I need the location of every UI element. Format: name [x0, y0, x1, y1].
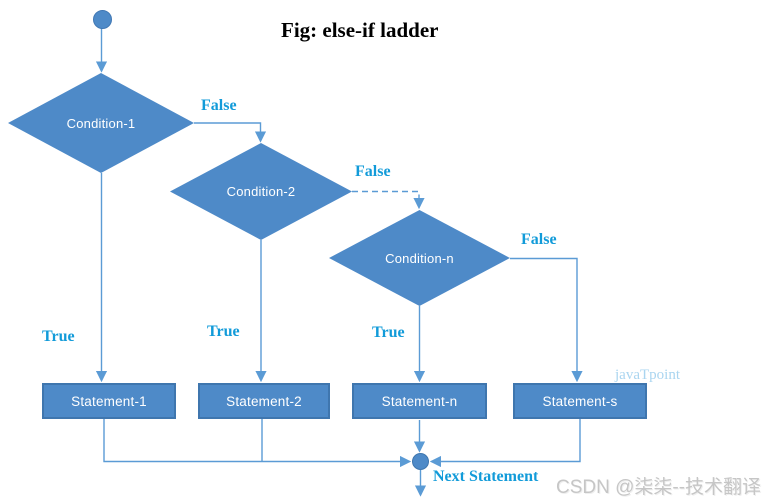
- true-label-3: True: [372, 324, 405, 341]
- javatpoint-watermark: javaTpoint: [615, 367, 680, 383]
- statement-n-box: Statement-n: [352, 383, 487, 419]
- edge-condn-false: [510, 257, 583, 383]
- statement-s-box: Statement-s: [513, 383, 647, 419]
- diagram-title: Fig: else-if ladder: [281, 18, 439, 42]
- diamond-shape: [170, 143, 352, 240]
- statement-n-label: Statement-n: [381, 393, 458, 409]
- true-label-2: True: [207, 323, 240, 340]
- statement-s-label: Statement-s: [542, 393, 618, 409]
- condition-2-label: Condition-2: [226, 184, 296, 199]
- start-circle-icon: [93, 10, 112, 29]
- true-label-1: True: [42, 328, 75, 345]
- statement-1-box: Statement-1: [42, 383, 176, 419]
- csdn-watermark: CSDN @柒柒--技术翻译: [556, 477, 762, 498]
- condition-n-label: Condition-n: [385, 250, 454, 266]
- edge-stmts-to-merge: [429, 419, 581, 468]
- diamond-shape: [8, 73, 194, 173]
- edge-cond1-false: [194, 122, 267, 143]
- false-label-2: False: [355, 163, 391, 180]
- condition-n-diamond: Condition-n: [329, 210, 510, 306]
- merge-circle-icon: [412, 453, 429, 470]
- statement-1-label: Statement-1: [71, 393, 147, 409]
- false-label-3: False: [521, 231, 557, 248]
- false-label-1: False: [201, 97, 237, 114]
- condition-1-label: Condition-1: [66, 115, 136, 131]
- next-statement-label: Next Statement: [433, 468, 539, 485]
- statement-2-box: Statement-2: [198, 383, 330, 419]
- statement-2-label: Statement-2: [226, 393, 302, 409]
- edge-stmt1-to-merge: [103, 419, 412, 468]
- diamond-shape: [329, 210, 510, 306]
- edge-cond2-false-dashed: [352, 190, 425, 210]
- condition-1-diamond: Condition-1: [8, 73, 194, 173]
- condition-2-diamond: Condition-2: [170, 143, 352, 240]
